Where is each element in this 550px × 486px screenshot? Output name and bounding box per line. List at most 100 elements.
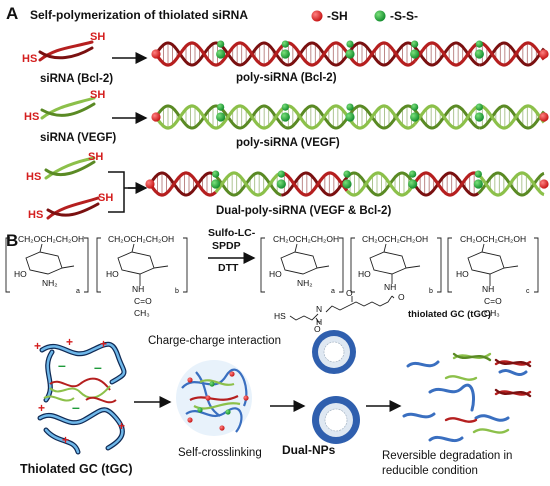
helix-strand-front: [348, 104, 416, 130]
sh-legend-dot: [311, 10, 323, 22]
tgc-top-2: CH₂OCH₂CH₂OH: [362, 234, 429, 244]
tgc-top-1: CH₂OCH₂CH₂OH: [273, 234, 340, 244]
gc-ho-1: HO: [14, 269, 27, 279]
tgc-nh-3: NH: [482, 284, 495, 294]
linker-o2: O: [314, 324, 321, 334]
disulfide-dot: [410, 112, 420, 122]
reagent-dtt: DTT: [218, 262, 239, 274]
linker-o: O: [346, 288, 353, 298]
tgc-ho-1: HO: [269, 269, 282, 279]
gc-nh-2: NH: [132, 284, 145, 294]
disulfide-dot: [411, 103, 419, 111]
helix-strand-back: [154, 41, 222, 67]
helix-strand-back: [411, 171, 480, 197]
svg-text:–: –: [94, 359, 102, 375]
disulfide-dot: [475, 103, 483, 111]
helix-strand-front: [411, 171, 480, 197]
tgc-bold-label: Thiolated GC (tGC): [20, 462, 133, 476]
disulfide-dot: [342, 179, 352, 189]
helix-strand-front: [479, 41, 546, 67]
tgc-ho-2: HO: [358, 269, 371, 279]
sub-c-2: c: [526, 288, 530, 295]
ss-legend-label: -S-S-: [390, 9, 418, 23]
reagent-sulfo: Sulfo-LC-: [208, 227, 256, 239]
helix-strand-back: [479, 104, 546, 130]
sh-end-dot: [151, 49, 161, 59]
dual-np-2: [312, 396, 360, 444]
disulfide-dot: [281, 40, 289, 48]
disulfide-dot: [217, 103, 225, 111]
polymer-dual-label: Dual-poly-siRNA (VEGF & Bcl-2): [216, 205, 392, 217]
sh-label-bcl2: SH: [90, 31, 106, 43]
degradation-label-2: reducible condition: [382, 465, 478, 477]
sh-label-dual-vegf: SH: [88, 151, 104, 163]
monomer-bcl2-label: siRNA (Bcl-2): [40, 73, 114, 85]
gc-co-2: C=O: [134, 296, 152, 306]
helix-strand-front: [219, 41, 287, 67]
gc-ch3-2: CH₃: [134, 308, 150, 318]
helix-strand-front: [348, 41, 416, 67]
disulfide-dot: [345, 112, 355, 122]
helix-strand-back: [284, 41, 352, 67]
svg-text:+: +: [38, 401, 45, 415]
helix-strand-front: [148, 171, 217, 197]
tgc-top-3: CH₂OCH₂CH₂OH: [460, 234, 527, 244]
sh-end-dot: [151, 112, 161, 122]
helix-strand-front: [413, 104, 480, 130]
linker-n: N: [316, 304, 323, 314]
sh-label-dual-bcl2: SH: [98, 192, 114, 204]
helix-strand-front: [413, 41, 480, 67]
dual-poly-sirna-helix: [145, 170, 549, 197]
helix-strand-front: [281, 171, 349, 197]
helix-strand-back: [219, 104, 286, 130]
tgc-label: thiolated GC (tGC): [408, 309, 491, 320]
tgc-chains: [37, 341, 127, 455]
svg-text:–: –: [58, 357, 66, 373]
monomer-vegf-dual: [44, 156, 96, 180]
helix-strand-back: [148, 171, 217, 197]
sh-end-dot: [539, 179, 549, 189]
tgc-nh-2: NH: [384, 282, 397, 292]
tgc-ho-3: HO: [456, 269, 469, 279]
helix-strand-front: [219, 104, 287, 130]
disulfide-dot: [211, 179, 221, 189]
disulfide-dot: [473, 179, 483, 189]
gc-ho-2: HO: [106, 269, 119, 279]
disulfide-dot: [409, 170, 417, 178]
svg-text:+: +: [100, 337, 107, 351]
crosslinked-particle: [176, 360, 252, 436]
gc-structure: [5, 237, 539, 325]
dual-nps-label: Dual-NPs: [282, 443, 336, 457]
panel-a-letter: A: [6, 4, 19, 23]
helix-strand-back: [348, 104, 416, 130]
helix-strand-front: [154, 104, 222, 130]
disulfide-dot: [280, 112, 290, 122]
svg-text:–: –: [72, 399, 80, 415]
hs-label-vegf: HS: [24, 111, 40, 123]
sub-b-2: b: [429, 288, 433, 295]
sh-label-vegf: SH: [90, 89, 106, 101]
panel-a-title: Self-polymerization of thiolated siRNA: [30, 8, 249, 22]
helix-strand-back: [284, 104, 352, 130]
disulfide-dot: [217, 40, 225, 48]
monomer-vegf: [40, 96, 96, 120]
disulfide-dot: [411, 40, 419, 48]
polymer-bcl2-label: poly-siRNA (Bcl-2): [236, 72, 337, 84]
sh-legend-label: -SH: [327, 9, 348, 23]
disulfide-dot: [408, 179, 418, 189]
disulfide-dot: [410, 49, 420, 59]
linker-h: H: [316, 317, 323, 327]
disulfide-dot: [280, 49, 290, 59]
gc-top-2: CH₂OCH₂CH₂OH: [108, 234, 175, 244]
reagent-spdp: SPDP: [212, 240, 241, 252]
helix-strand-front: [214, 171, 282, 197]
self-crosslinking-label: Self-crosslinking: [178, 447, 262, 459]
dual-np-1: [312, 330, 356, 374]
monomer-vegf-label: siRNA (VEGF): [40, 132, 117, 144]
disulfide-dot: [343, 170, 351, 178]
degradation-label-1: Reversible degradation in: [382, 450, 513, 462]
helix-strand-front: [479, 104, 546, 130]
disulfide-dot: [346, 40, 354, 48]
free-sirna-mix: [43, 377, 117, 404]
